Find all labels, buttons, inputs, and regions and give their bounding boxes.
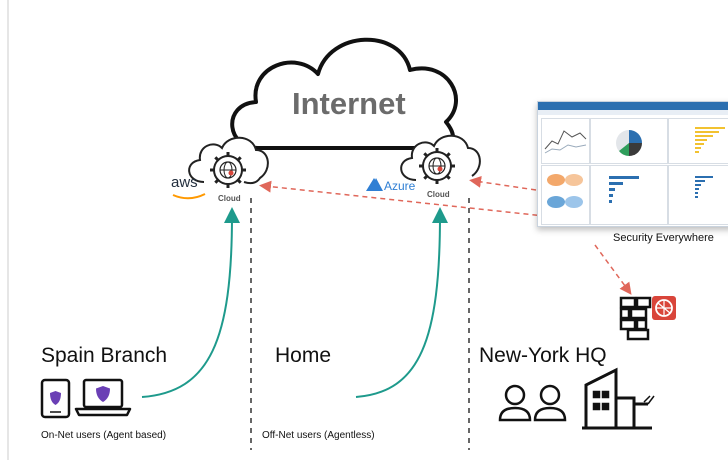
dashboard-bar-list-icon	[695, 176, 713, 198]
gear-globe-icon	[419, 148, 455, 184]
azure-label: Azure	[384, 179, 416, 193]
dashboard-panel	[590, 165, 668, 225]
dashboard-map-icon	[547, 174, 583, 208]
dashboard-panel	[668, 118, 728, 164]
azure-cloud-tag: Cloud	[427, 190, 450, 199]
dashboard-bar-chart-icon	[695, 127, 725, 153]
security-dashboard-thumbnail	[537, 101, 728, 227]
firewall-icon	[619, 296, 652, 341]
dashboard-line-chart-icon	[544, 130, 587, 154]
dashboard-header-bar	[538, 102, 728, 110]
spain-to-aws-arrow	[141, 207, 240, 398]
building-icon	[582, 367, 655, 430]
shield-icon	[96, 386, 110, 402]
dashboard-pie-chart-icon	[616, 130, 642, 156]
home-to-azure-arrow	[355, 207, 448, 398]
dashboard-list-icon	[609, 176, 639, 203]
dashboard-panel	[590, 118, 668, 164]
dashboard-to-azure-arrow	[469, 175, 537, 191]
firewall-badge-icon	[652, 296, 676, 320]
dashboard-tab-strip	[538, 110, 728, 115]
azure-logo	[366, 178, 383, 191]
internet-cloud-icon	[230, 37, 458, 155]
shield-icon	[50, 391, 61, 405]
left-edge-rule	[7, 0, 9, 460]
users-icon	[498, 384, 567, 422]
aws-cloud-tag: Cloud	[218, 194, 241, 203]
aws-label: aws	[171, 174, 198, 191]
dashboard-to-firewall-arrow	[594, 244, 632, 295]
internet-label: Internet	[292, 86, 406, 121]
spain-branch-label: Spain Branch	[41, 344, 168, 367]
new-york-hq-label: New-York HQ	[479, 344, 607, 367]
dashboard-panel	[668, 165, 728, 225]
gear-globe-icon	[210, 152, 246, 188]
on-net-users-caption: On-Net users (Agent based)	[41, 430, 167, 441]
dashboard-panel	[541, 118, 590, 164]
home-label: Home	[275, 344, 332, 367]
aws-logo	[172, 193, 206, 200]
off-net-users-caption: Off-Net users (Agentless)	[262, 430, 375, 441]
laptop-icon	[74, 378, 132, 417]
dashboard-panel	[541, 165, 590, 225]
security-everywhere-label: Security Everywhere	[613, 232, 714, 244]
